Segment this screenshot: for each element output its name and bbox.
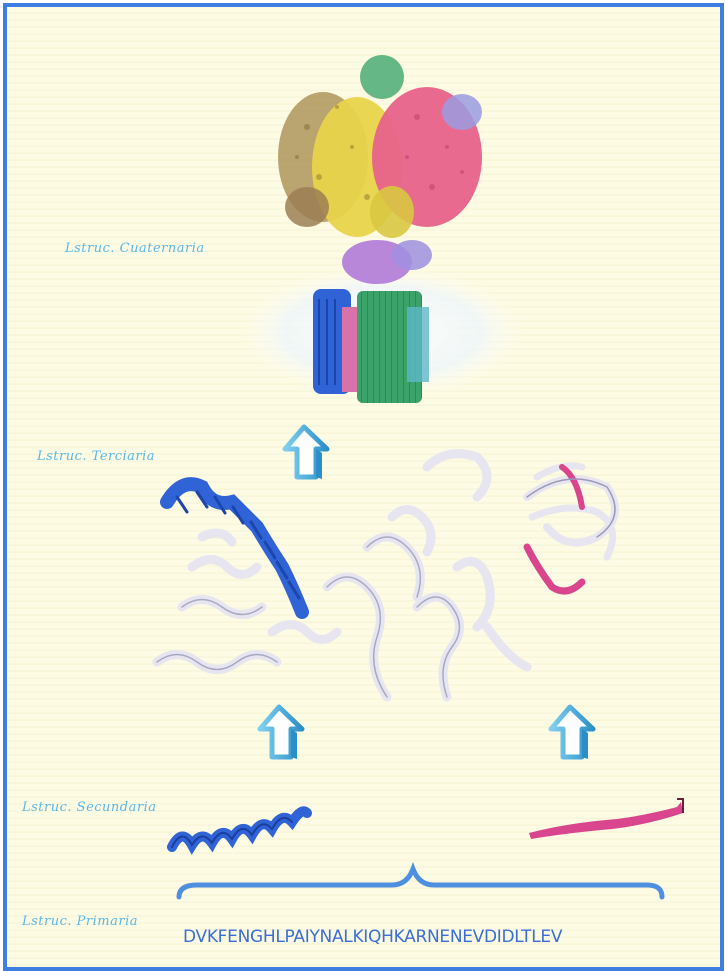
tertiary-beta-protein [527, 466, 615, 591]
tertiary-structure-label: Lstruc. Terciaria [37, 449, 155, 464]
up-arrow-icon [260, 707, 302, 759]
up-arrow-icon [551, 707, 593, 759]
primary-sequence-brace [179, 869, 662, 897]
figure-frame: Lstruc. Cuaternaria Lstruc. Terciaria Ls… [3, 3, 724, 971]
secondary-structure-label: Lstruc. Secundaria [22, 800, 156, 815]
quaternary-structure-image [242, 55, 522, 403]
amino-acid-sequence: DVKFENGHLPAIYNALKIQHKARNENEVDIDLTLEV [183, 927, 562, 947]
secondary-beta-strand [529, 799, 683, 839]
tertiary-helical-protein [157, 454, 527, 697]
up-arrow-icon [285, 427, 327, 479]
structure-illustration [7, 7, 720, 967]
quaternary-structure-label: Lstruc. Cuaternaria [65, 241, 205, 256]
primary-structure-label: Lstruc. Primaria [22, 914, 138, 929]
secondary-alpha-helix [172, 811, 307, 847]
